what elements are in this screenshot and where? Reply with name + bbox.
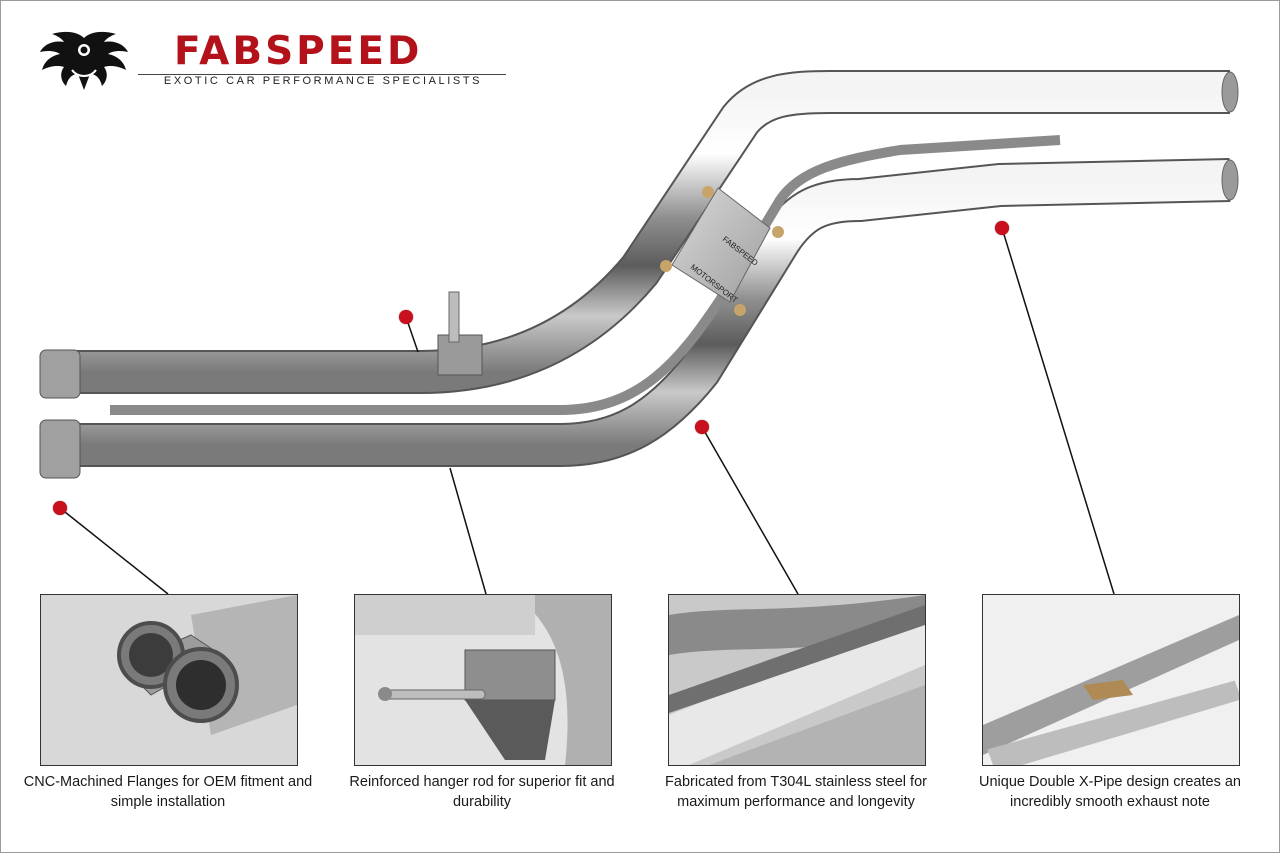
- caption-flanges: CNC-Machined Flanges for OEM fitment and…: [23, 774, 313, 810]
- caption-hanger: Reinforced hanger rod for superior fit a…: [349, 774, 615, 810]
- callout-dot-material: [695, 420, 709, 434]
- stainless-pipe-closeup-photo: [668, 594, 926, 766]
- phoenix-logo-icon: [40, 31, 128, 91]
- crossover-tube: [110, 135, 1061, 415]
- flange-closeup-photo: [40, 594, 298, 766]
- caption-material: Fabricated from T304L stainless steel fo…: [665, 774, 927, 810]
- upper-pipe: [62, 72, 1230, 392]
- caption-xpipe: Unique Double X-Pipe design creates an i…: [979, 774, 1241, 810]
- brand-divider: [138, 74, 506, 75]
- brand-header: FABSPEED EXOTIC CAR PERFORMANCE SPECIALI…: [38, 30, 508, 94]
- brand-tagline: EXOTIC CAR PERFORMANCE SPECIALISTS: [163, 75, 483, 87]
- brand-name: FABSPEED: [174, 29, 423, 74]
- lower-pipe: [62, 160, 1231, 465]
- callout-dot-flange: [53, 501, 67, 515]
- callout-dot-xpipe: [995, 221, 1009, 235]
- hanger-rod-closeup-photo: [354, 594, 612, 766]
- exhaust-x-pipe-image: FABSPEED MOTORSPORT: [39, 70, 1239, 479]
- callout-dot-hanger: [399, 310, 413, 324]
- x-pipe-closeup-photo: [982, 594, 1240, 766]
